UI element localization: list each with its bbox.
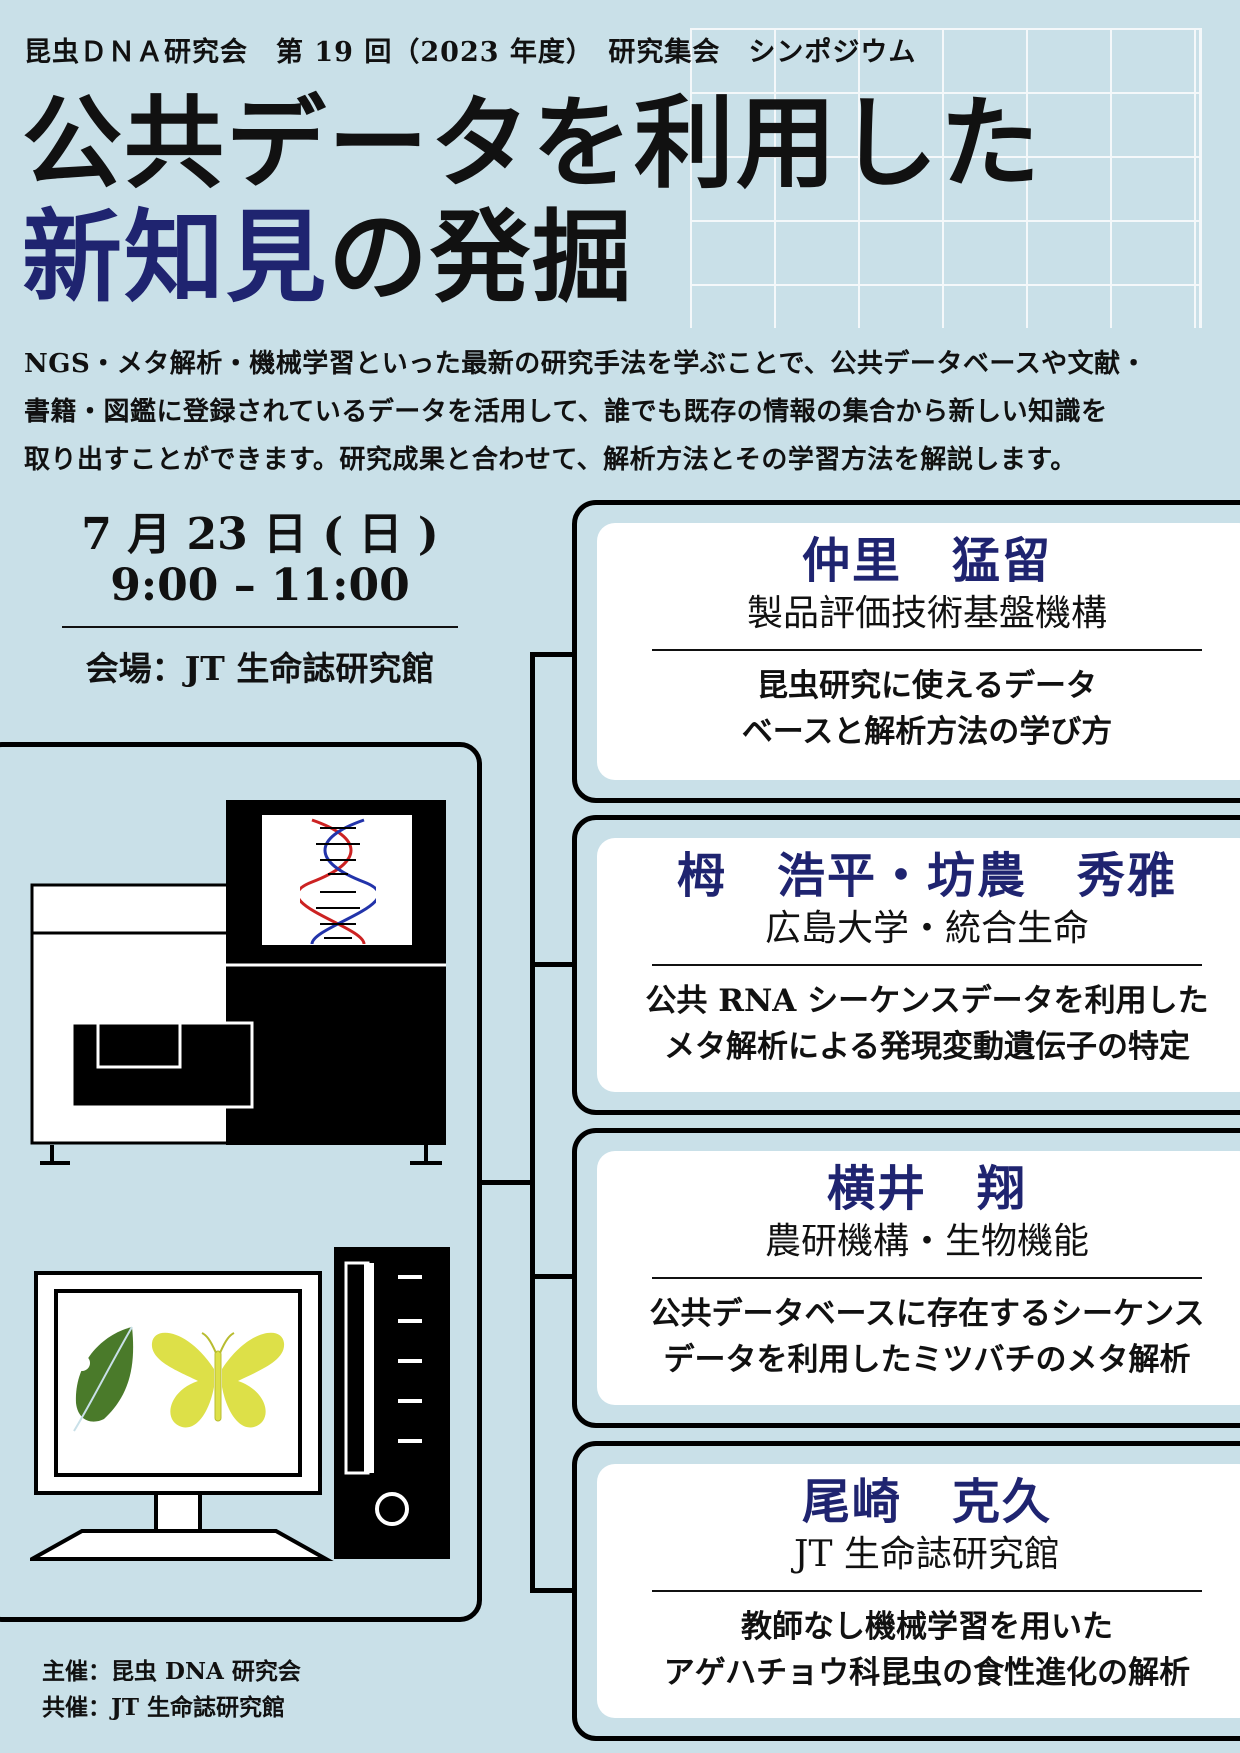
speaker-topic-line: アゲハチョウ科昆虫の食性進化の解析 [663,1655,1191,1691]
intro-paragraph: NGS・メタ解析・機械学習といった最新の研究手法を学ぶことで、公共データベースや… [24,340,1224,484]
connector-line [530,652,575,657]
speaker-card: 仲里 猛留 製品評価技術基盤機構 昆虫研究に使えるデータ ベースと解析方法の学び… [572,500,1240,803]
event-datetime: 7 月 23 日 ( 日 ) 9:00 – 11:00 [60,509,460,611]
speaker-topic-line: データを利用したミツバチのメタ解析 [663,1342,1191,1378]
speaker-card-body: 仲里 猛留 製品評価技術基盤機構 昆虫研究に使えるデータ ベースと解析方法の学び… [597,523,1240,780]
poster-title-line2: 新知見の発掘 [22,200,634,315]
speaker-card-body: 横井 翔 農研機構・生物機能 公共データベースに存在するシーケンス データを利用… [597,1151,1240,1405]
datetime-divider [62,626,458,628]
speaker-topic-line: 教師なし機械学習を用いた [741,1609,1113,1645]
intro-line: 取り出すことができます。研究成果と合わせて、解析方法とその学習方法を解説します。 [24,445,1077,475]
speaker-topic-line: 公共データベースに存在するシーケンス [649,1296,1205,1332]
speaker-affiliation: JT 生命誌研究館 [794,1534,1060,1575]
cohost-credit: 共催：JT 生命誌研究館 [42,1694,286,1721]
speaker-topic-line: 公共 RNA シーケンスデータを利用した [645,983,1209,1019]
intro-line: 書籍・図鑑に登録されているデータを活用して、誰でも既存の情報の集合から新しい知識… [24,397,1108,427]
connector-trunk [530,652,535,1592]
speaker-topic-line: 昆虫研究に使えるデータ [756,668,1098,704]
organizer-credits: 主催：昆虫 DNA 研究会 共催：JT 生命誌研究館 [42,1654,301,1726]
dna-helix-icon [300,818,376,945]
speaker-card: 栂 浩平・坊農 秀雅 広島大学・統合生命 公共 RNA シーケンスデータを利用し… [572,815,1240,1115]
title-accent: 新知見 [22,198,328,316]
background-grid-decoration [690,28,1202,328]
speaker-card: 横井 翔 農研機構・生物機能 公共データベースに存在するシーケンス データを利用… [572,1128,1240,1428]
speaker-affiliation: 広島大学・統合生命 [764,908,1089,949]
sequencer-icon [30,800,446,1165]
speaker-divider [652,649,1202,651]
speaker-card: 尾崎 克久 JT 生命誌研究館 教師なし機械学習を用いた アゲハチョウ科昆虫の食… [572,1441,1240,1741]
event-venue: 会場：JT 生命誌研究館 [85,649,435,688]
event-subtitle: 昆虫ＤＮＡ研究会 第 19 回（2023 年度） 研究集会 シンポジウム [24,37,917,68]
leaf-icon [73,1326,134,1432]
speaker-divider [652,964,1202,966]
speaker-name: 仲里 猛留 [801,533,1052,589]
speaker-divider [652,1590,1202,1592]
connector-line [530,1274,575,1279]
connector-line [530,1588,575,1593]
connector-line [482,1180,532,1185]
title-rest: の発掘 [328,198,634,316]
speaker-name: 横井 翔 [826,1161,1027,1217]
connector-line [530,962,575,967]
speaker-name: 尾崎 克久 [801,1474,1052,1530]
event-time: 9:00 – 11:00 [110,559,410,611]
speaker-affiliation: 農研機構・生物機能 [764,1221,1089,1262]
speaker-card-body: 栂 浩平・坊農 秀雅 広島大学・統合生命 公共 RNA シーケンスデータを利用し… [597,838,1240,1092]
butterfly-icon [151,1332,285,1428]
event-date: 7 月 23 日 ( 日 ) [81,509,439,560]
speaker-topic-line: ベースと解析方法の学び方 [741,714,1113,750]
poster-title-line1: 公共データを利用した [22,84,1042,202]
intro-line: NGS・メタ解析・機械学習といった最新の研究手法を学ぶことで、公共データベースや… [24,349,1148,379]
speaker-card-body: 尾崎 克久 JT 生命誌研究館 教師なし機械学習を用いた アゲハチョウ科昆虫の食… [597,1464,1240,1718]
speaker-topic-line: メタ解析による発現変動遺伝子の特定 [663,1029,1191,1065]
speaker-name: 栂 浩平・坊農 秀雅 [676,848,1177,904]
speaker-affiliation: 製品評価技術基盤機構 [746,593,1107,634]
host-credit: 主催：昆虫 DNA 研究会 [42,1658,301,1685]
speaker-divider [652,1277,1202,1279]
